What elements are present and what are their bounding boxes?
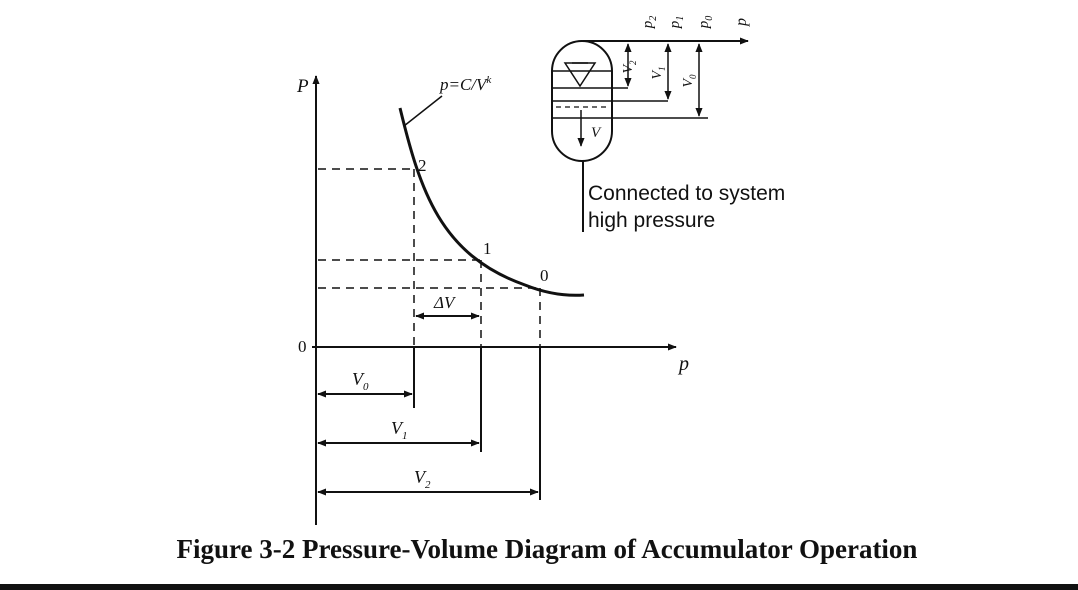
origin-label: 0 xyxy=(298,337,307,356)
accumulator-shell xyxy=(551,40,613,162)
point-label-0: 0 xyxy=(540,266,549,285)
pressure-label-p0: p0 xyxy=(696,16,715,30)
curve-label-leader xyxy=(403,95,443,127)
bottom-bar xyxy=(0,584,1078,590)
delta-v-label: ΔV xyxy=(433,293,457,312)
gas-level-triangle-icon xyxy=(563,62,597,88)
level-label-v2: V2 xyxy=(621,60,638,74)
figure-caption: Figure 3-2 Pressure-Volume Diagram of Ac… xyxy=(176,534,918,564)
pressure-axis-label: p xyxy=(733,18,750,27)
pressure-label-p1: p1 xyxy=(667,16,686,30)
connection-label-line2: high pressure xyxy=(588,209,715,232)
point-label-2: 2 xyxy=(418,156,427,175)
accumulator-schematic xyxy=(551,37,749,232)
v0-label: V0 xyxy=(352,369,369,393)
point-label-1: 1 xyxy=(483,239,492,258)
x-axis-label: p xyxy=(677,353,689,375)
connection-label-line1: Connected to system xyxy=(588,182,785,205)
volume-flow-label: V xyxy=(591,125,602,141)
pv-curve xyxy=(398,107,585,297)
y-axis-label: P xyxy=(296,76,309,97)
level-label-v0: V0 xyxy=(681,74,698,88)
curve-label: p=C/Vk xyxy=(439,74,492,94)
level-label-v1: V1 xyxy=(650,66,667,79)
pressure-label-p2: p2 xyxy=(640,16,659,30)
v1-label: V1 xyxy=(391,418,408,442)
v2-label: V2 xyxy=(414,467,431,491)
